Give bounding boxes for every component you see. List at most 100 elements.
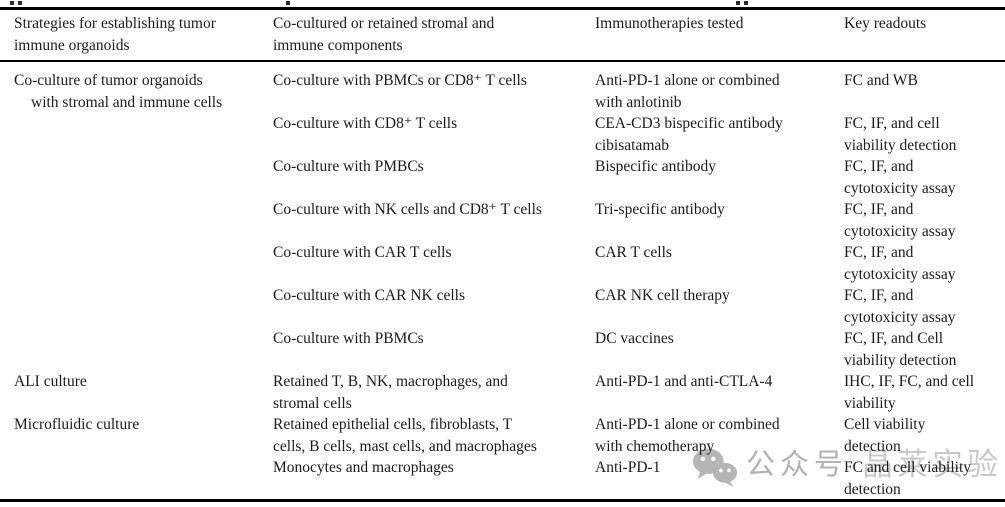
cell-therapy: DC vaccines xyxy=(595,328,844,350)
table-row: Co-culture with NK cells and CD8⁺ T cell… xyxy=(14,199,1001,242)
cell-line: FC, IF, and xyxy=(844,201,914,218)
cell-line: FC, IF, and cell xyxy=(844,115,940,132)
cell-readout: Cell viability detection xyxy=(844,414,1001,457)
cell-line: Tri-specific antibody xyxy=(595,201,725,218)
cell-line: Co-culture of tumor organoids xyxy=(14,72,203,89)
cell-line: cytotoxicity assay xyxy=(844,265,956,283)
cell-line: Co-culture with NK cells and CD8⁺ T cell… xyxy=(273,201,542,218)
table-row: ALI culture Retained T, B, NK, macrophage… xyxy=(14,371,1001,414)
cell-line: Retained T, B, NK, macrophages, and xyxy=(273,373,508,390)
cell-line: ALI culture xyxy=(14,373,87,390)
cell-line: FC, IF, and xyxy=(844,287,914,304)
cell-components: Retained epithelial cells, fibroblasts, … xyxy=(273,414,595,457)
cell-therapy: Tri-specific antibody xyxy=(595,199,844,221)
cropped-caption-fragment xyxy=(744,1,748,5)
cropped-caption-fragment xyxy=(10,1,14,5)
cell-line: DC vaccines xyxy=(595,330,674,347)
cell-readout: FC, IF, and cytotoxicity assay xyxy=(844,242,1001,285)
cell-line: Monocytes and macrophages xyxy=(273,459,454,476)
cropped-caption-fragment xyxy=(286,1,290,5)
cell-therapy: Anti-PD-1 xyxy=(595,457,844,479)
column-header-key-readouts: Key readouts xyxy=(844,15,927,32)
cell-readout: FC, IF, and cytotoxicity assay xyxy=(844,156,1001,199)
cell-line: Microfluidic culture xyxy=(14,416,140,433)
cell-readout: FC, IF, and cytotoxicity assay xyxy=(844,199,1001,242)
cell-line: detection xyxy=(844,437,901,455)
cell-therapy: Bispecific antibody xyxy=(595,156,844,178)
cell-line: Co-culture with CAR NK cells xyxy=(273,287,466,304)
cell-line: CEA-CD3 bispecific antibody xyxy=(595,115,783,132)
table-header-rule xyxy=(0,60,1005,62)
cell-line: cells, B cells, mast cells, and macropha… xyxy=(273,437,537,455)
table-body: Co-culture of tumor organoids with stroma… xyxy=(14,70,1001,500)
cell-therapy: CAR NK cell therapy xyxy=(595,285,844,307)
cell-line: Bispecific antibody xyxy=(595,158,716,175)
cell-line: cibisatamab xyxy=(595,136,670,154)
cell-components: Retained T, B, NK, macrophages, and strom… xyxy=(273,371,595,414)
cropped-caption-fragment xyxy=(736,1,740,5)
cell-line: Co-culture with PMBCs xyxy=(273,158,424,175)
table-row: Co-culture with CAR NK cells CAR NK cell … xyxy=(14,285,1001,328)
cell-line: FC and WB xyxy=(844,72,918,89)
cell-readout: FC and WB xyxy=(844,70,1001,92)
column-header-strategies: Strategies for establishing tumor immune… xyxy=(14,15,216,54)
table-row: Co-culture with PBMCs DC vaccines FC, IF, … xyxy=(14,328,1001,371)
cell-line: Anti-PD-1 alone or combined xyxy=(595,72,780,89)
cell-components: Co-culture with PBMCs xyxy=(273,328,595,350)
cell-line: viability detection xyxy=(844,136,957,154)
column-header-components: Co-cultured or retained stromal and immu… xyxy=(273,15,495,54)
cell-components: Co-culture with CAR T cells xyxy=(273,242,595,264)
table-header-row: Strategies for establishing tumor immune… xyxy=(14,13,1001,56)
cell-line: IHC, IF, FC, and cell xyxy=(844,373,975,390)
cell-therapy: CAR T cells xyxy=(595,242,844,264)
cell-line: cytotoxicity assay xyxy=(844,308,956,326)
cell-readout: FC, IF, and Cell viability detection xyxy=(844,328,1001,371)
cell-line: FC and cell viability xyxy=(844,459,971,476)
table-row: Co-culture with PMBCs Bispecific antibody… xyxy=(14,156,1001,199)
cell-line: with chemotherapy xyxy=(595,437,715,455)
cell-line: FC, IF, and xyxy=(844,244,914,261)
cell-components: Co-culture with CAR NK cells xyxy=(273,285,595,307)
cell-line: CAR T cells xyxy=(595,244,672,261)
cell-components: Monocytes and macrophages xyxy=(273,457,595,479)
cell-readout: FC, IF, and cell viability detection xyxy=(844,113,1001,156)
cell-line: Co-culture with PBMCs xyxy=(273,330,424,347)
cell-line: viability xyxy=(844,394,896,412)
cell-line: CAR NK cell therapy xyxy=(595,287,730,304)
table-row: Co-culture with CD8⁺ T cells CEA-CD3 bisp… xyxy=(14,113,1001,156)
cell-line: Cell viability xyxy=(844,416,926,433)
table-row: Co-culture of tumor organoids with stroma… xyxy=(14,70,1001,113)
cell-strategy: Co-culture of tumor organoids with stroma… xyxy=(14,70,273,113)
cell-line: Retained epithelial cells, fibroblasts, … xyxy=(273,416,513,433)
cell-line: FC, IF, and xyxy=(844,158,914,175)
cell-components: Co-culture with PMBCs xyxy=(273,156,595,178)
column-header-immunotherapies: Immunotherapies tested xyxy=(595,15,744,32)
cell-line: with stromal and immune cells xyxy=(31,93,223,111)
cell-line: FC, IF, and Cell xyxy=(844,330,944,347)
cell-line: Co-culture with CD8⁺ T cells xyxy=(273,115,458,132)
cell-components: Co-culture with NK cells and CD8⁺ T cell… xyxy=(273,199,595,221)
cell-strategy: Microfluidic culture xyxy=(14,414,273,436)
cell-readout: FC, IF, and cytotoxicity assay xyxy=(844,285,1001,328)
cell-therapy: Anti-PD-1 and anti-CTLA-4 xyxy=(595,371,844,393)
cell-line: Co-culture with PBMCs or CD8⁺ T cells xyxy=(273,72,527,89)
cell-line: cytotoxicity assay xyxy=(844,179,956,197)
cell-line: viability detection xyxy=(844,351,957,369)
cell-line: Co-culture with CAR T cells xyxy=(273,244,452,261)
cell-therapy: Anti-PD-1 alone or combined with anlotini… xyxy=(595,70,844,113)
cell-readout: IHC, IF, FC, and cell viability xyxy=(844,371,1001,414)
table-top-rule xyxy=(0,7,1005,10)
cell-line: cytotoxicity assay xyxy=(844,222,956,240)
table-row: Microfluidic culture Retained epithelial … xyxy=(14,414,1001,457)
cell-strategy: ALI culture xyxy=(14,371,273,393)
cell-line: with anlotinib xyxy=(595,93,682,111)
cell-components: Co-culture with PBMCs or CD8⁺ T cells xyxy=(273,70,595,92)
table-row: Co-culture with CAR T cells CAR T cells FC… xyxy=(14,242,1001,285)
cell-components: Co-culture with CD8⁺ T cells xyxy=(273,113,595,135)
cell-line: stromal cells xyxy=(273,394,352,412)
table-bottom-rule xyxy=(0,499,1005,502)
